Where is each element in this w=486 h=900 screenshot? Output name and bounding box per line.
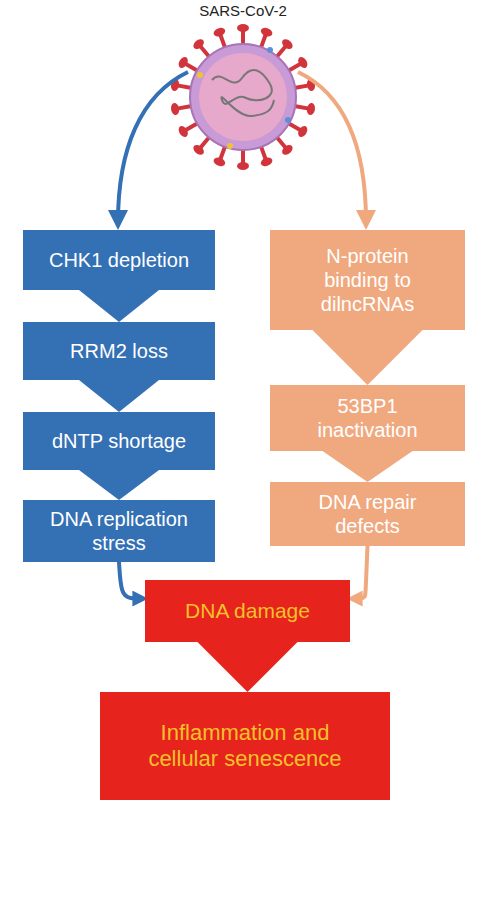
virus-envelope bbox=[190, 44, 296, 150]
process-box: N-protein binding to dilncRNAs bbox=[270, 230, 465, 330]
virus-core bbox=[199, 53, 287, 141]
box-text: Inflammation and cellular senescence bbox=[140, 720, 350, 773]
block-arrow bbox=[313, 330, 423, 385]
process-box: CHK1 depletion bbox=[23, 230, 215, 290]
box-text: DNA damage bbox=[185, 598, 310, 623]
process-box: Inflammation and cellular senescence bbox=[100, 692, 390, 800]
block-arrow bbox=[79, 380, 159, 412]
process-box: DNA replication stress bbox=[23, 500, 215, 562]
rna-strand bbox=[212, 70, 274, 116]
curved-arrow bbox=[119, 562, 142, 599]
figure-title: SARS-CoV-2 bbox=[0, 2, 486, 19]
process-box: 53BP1 inactivation bbox=[270, 385, 465, 451]
box-text: DNA replication stress bbox=[31, 507, 207, 555]
envelope-dot bbox=[227, 143, 233, 149]
block-arrow bbox=[198, 642, 298, 692]
box-text: dNTP shortage bbox=[52, 429, 186, 453]
box-text: CHK1 depletion bbox=[49, 248, 189, 272]
box-text: N-protein binding to dilncRNAs bbox=[295, 244, 440, 316]
block-arrow bbox=[79, 470, 159, 500]
block-arrow bbox=[323, 451, 413, 482]
infection-arrow bbox=[298, 72, 366, 222]
box-text: RRM2 loss bbox=[70, 339, 168, 363]
block-arrow bbox=[79, 290, 159, 322]
envelope-dot bbox=[267, 47, 273, 53]
process-box: DNA repair defects bbox=[270, 482, 465, 546]
envelope-dot bbox=[197, 72, 203, 78]
virus-spikes bbox=[170, 24, 316, 170]
process-box: RRM2 loss bbox=[23, 322, 215, 380]
process-box: dNTP shortage bbox=[23, 412, 215, 470]
box-text: DNA repair defects bbox=[310, 490, 425, 538]
box-text: 53BP1 inactivation bbox=[310, 394, 425, 442]
process-box: DNA damage bbox=[145, 580, 350, 642]
envelope-dot bbox=[285, 117, 291, 123]
infection-arrow bbox=[118, 72, 188, 222]
curved-arrow bbox=[353, 546, 368, 599]
